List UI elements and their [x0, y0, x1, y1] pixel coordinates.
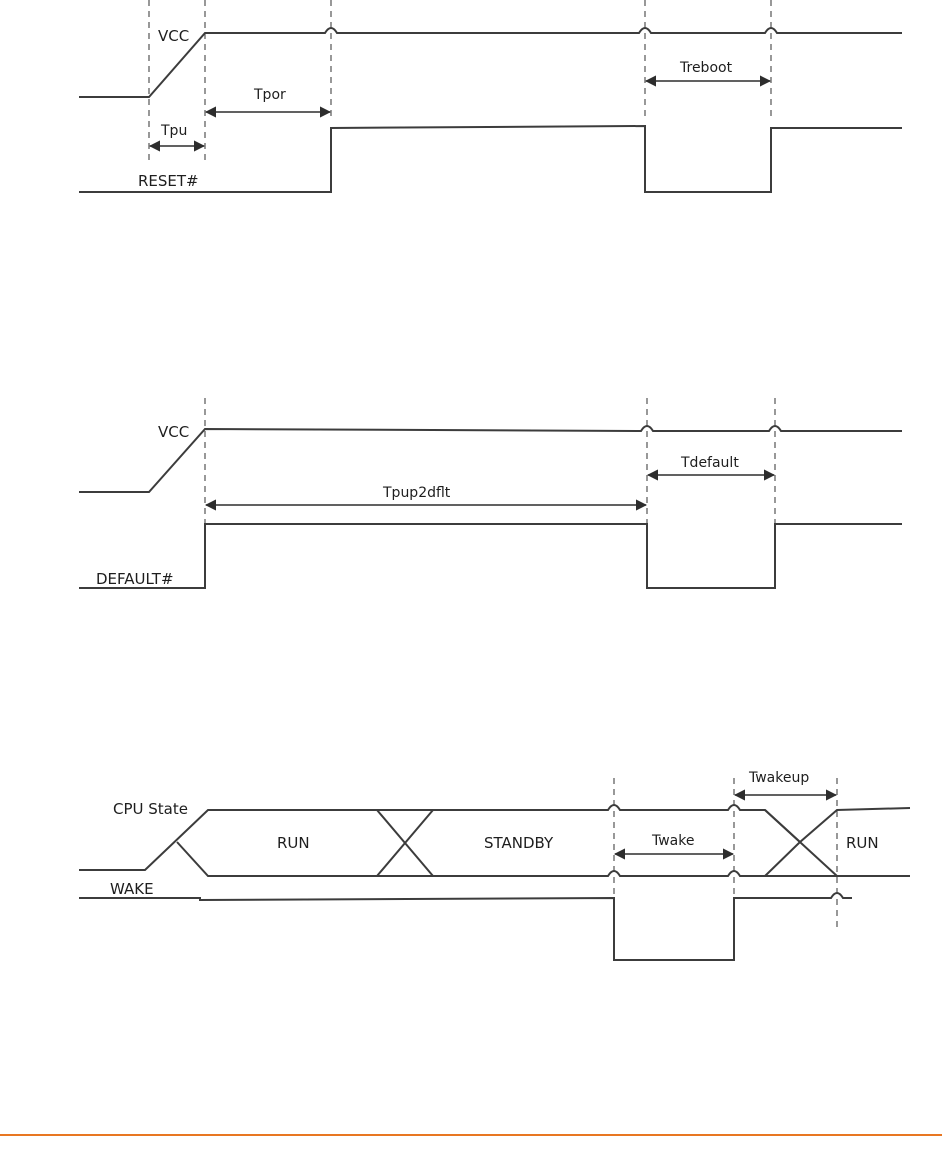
tdefault-label: Tdefault — [680, 455, 739, 471]
twake-label: Twake — [651, 833, 695, 849]
reset-signal-label: RESET# — [138, 172, 199, 190]
run-state-label: RUN — [277, 834, 310, 852]
wake-signal-label: WAKE — [110, 880, 154, 898]
footer-rule — [0, 1134, 942, 1136]
wake-timing-diagram: CPU State RUN STANDBY RUN WAKE Twake Twa… — [79, 770, 910, 960]
vcc-label: VCC — [158, 27, 189, 45]
reset-timing-diagram: VCC RESET# Tpu Tpor Treboot — [79, 0, 902, 192]
vcc-waveform — [79, 426, 902, 492]
treboot-label: Treboot — [679, 60, 733, 76]
run-state-label: RUN — [846, 834, 879, 852]
tpu-label: Tpu — [160, 123, 187, 139]
default-waveform — [79, 524, 902, 588]
standby-state-label: STANDBY — [484, 834, 554, 852]
wake-waveform — [79, 893, 852, 960]
default-timing-diagram: VCC DEFAULT# Tpup2dflt Tdefault — [79, 398, 902, 588]
twakeup-label: Twakeup — [748, 770, 809, 786]
default-signal-label: DEFAULT# — [96, 570, 174, 588]
vcc-label: VCC — [158, 423, 189, 441]
cpu-state-label: CPU State — [113, 800, 188, 818]
tpor-label: Tpor — [253, 87, 286, 103]
reset-waveform — [79, 126, 902, 192]
tpup2dflt-label: Tpup2dflt — [382, 485, 451, 501]
cpu-state-transition — [377, 810, 837, 876]
vcc-waveform — [79, 28, 902, 97]
